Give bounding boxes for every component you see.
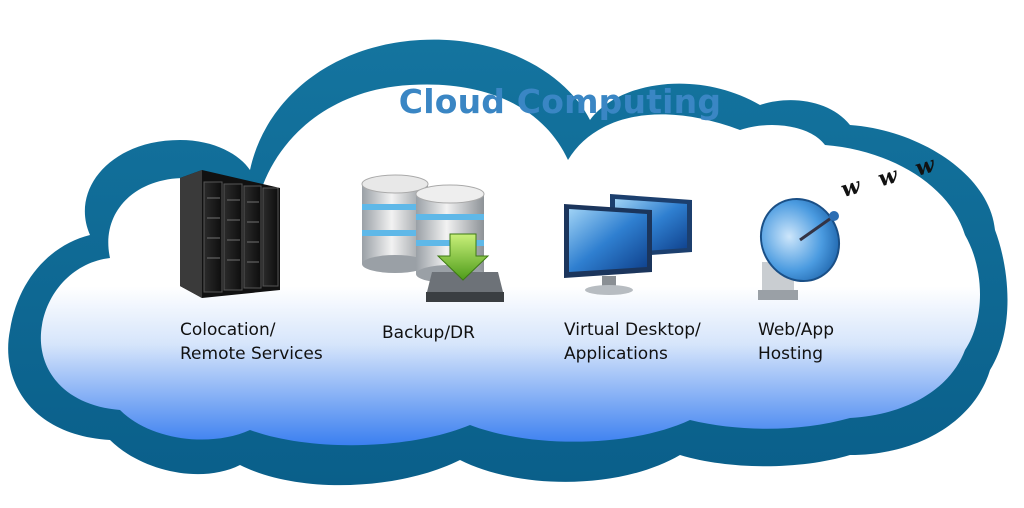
diagram-title: Cloud Computing <box>398 82 722 121</box>
item-label-web-hosting: Web/App Hosting <box>758 320 835 364</box>
item-label-colocation: Colocation/ Remote Services <box>180 320 323 364</box>
satellite-dish-icon <box>758 197 841 300</box>
item-label-virtual-desktop: Virtual Desktop/ Applications <box>564 320 701 364</box>
server-rack-icon <box>180 170 280 298</box>
item-label-backup: Backup/DR <box>382 323 475 343</box>
cloud-fill <box>40 84 980 446</box>
database-backup-icon <box>361 174 504 302</box>
virtual-desktop-monitors-icon <box>564 194 692 295</box>
